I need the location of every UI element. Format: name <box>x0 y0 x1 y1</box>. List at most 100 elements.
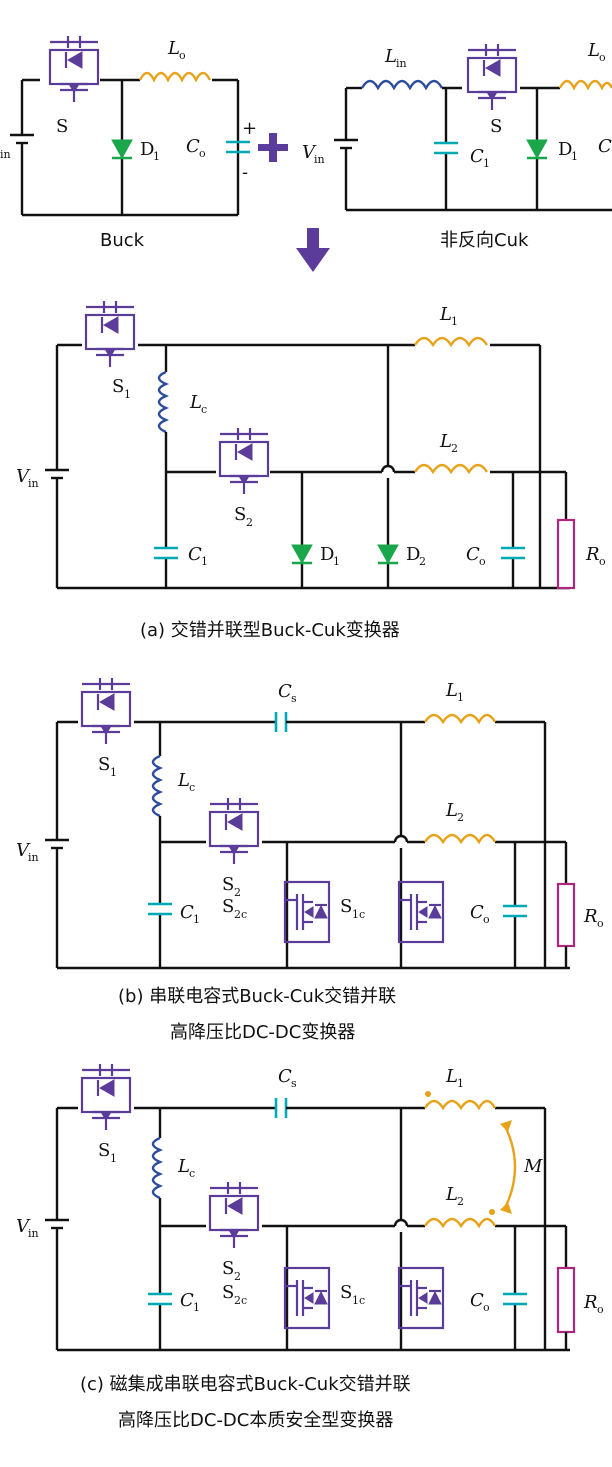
b-label-S2: S <box>222 874 234 895</box>
c-label-Co: C <box>470 1290 484 1311</box>
coupling-dot-L1 <box>425 1091 431 1097</box>
cuk-label-S: S <box>490 116 502 137</box>
label-Co-sub: o <box>199 147 206 160</box>
cuk-circuit: V in L in S C 1 D 1 C L o <box>302 40 612 212</box>
cuk-caption: 非反向Cuk <box>440 230 529 251</box>
c-label-S2: S <box>222 1258 234 1279</box>
label-D1: D <box>140 139 154 160</box>
a-label-Lc: L <box>189 392 202 413</box>
label-Co: C <box>186 136 200 157</box>
a-label-C1: C <box>188 544 202 565</box>
c-label-S1-sub: 1 <box>110 1152 117 1165</box>
c-label-L2: L <box>445 1184 458 1205</box>
a-label-D1: D <box>320 544 334 565</box>
c-label-M: M <box>523 1156 543 1177</box>
b-label-C1-sub: 1 <box>193 913 200 926</box>
c-label-L2-sub: 2 <box>457 1195 464 1208</box>
cuk-label-D1-sub: 1 <box>571 150 578 163</box>
label-C1-top: C <box>470 146 484 167</box>
c-label-C1: C <box>180 1290 194 1311</box>
c-label-S1c-sub: 1c <box>352 1294 365 1307</box>
c-label-Co-sub: o <box>483 1301 490 1314</box>
c-label-Ro: R <box>583 1292 598 1313</box>
a-label-L1: L <box>439 304 452 325</box>
b-label-S2c: S <box>222 896 234 917</box>
c-label-Ro-sub: o <box>597 1303 604 1316</box>
c-label-Cs-sub: s <box>291 1077 297 1090</box>
c-label-S2c-sub: 2c <box>234 1294 247 1307</box>
coupling-dot-L2 <box>489 1209 495 1215</box>
label-Lo: L <box>167 38 180 59</box>
b-label-L2-sub: 2 <box>457 811 464 824</box>
b-label-L2: L <box>445 800 458 821</box>
a-label-D2: D <box>406 544 420 565</box>
c-label-Lc-sub: c <box>189 1167 195 1180</box>
cuk-label-Co: C <box>598 136 612 157</box>
down-arrow <box>296 228 330 272</box>
c-label-Cs: C <box>278 1066 292 1087</box>
a-label-S1-sub: 1 <box>124 388 131 401</box>
c-label-Vin: V <box>16 1216 31 1237</box>
b-label-S1-sub: 1 <box>110 766 117 779</box>
a-label-Co: C <box>466 544 480 565</box>
label-C1-top-sub: 1 <box>483 157 490 170</box>
cuk-label-D1: D <box>558 139 572 160</box>
c-label-L1: L <box>445 1066 458 1087</box>
a-label-Vin: V <box>16 466 31 487</box>
c-label-S2c: S <box>222 1282 234 1303</box>
label-D1-sub: 1 <box>153 150 160 163</box>
c-label-S2-sub: 2 <box>234 1270 241 1283</box>
label-minus: - <box>242 162 248 183</box>
a-label-Ro: R <box>585 544 600 565</box>
a-label-L1-sub: 1 <box>451 315 458 328</box>
b-label-C1: C <box>180 902 194 923</box>
label-S: S <box>56 116 68 137</box>
a-label-Co-sub: o <box>479 555 486 568</box>
circuit-a: V in S 1 L c S 2 C 1 D 1 D 2 C o R o L 1… <box>16 299 606 590</box>
c-label-Lc: L <box>177 1156 190 1177</box>
circuit-b: V in S 1 L c S 2 S 2c S 1c C 1 C o R o C… <box>16 676 604 970</box>
buck-caption: Buck <box>100 230 145 251</box>
c-label-S1c: S <box>340 1282 352 1303</box>
b-label-Vin-sub: in <box>28 851 39 864</box>
label-Lin: L <box>384 46 397 67</box>
c-label-L1-sub: 1 <box>457 1077 464 1090</box>
b-label-Ro-sub: o <box>597 917 604 930</box>
c-label-Vin-sub: in <box>28 1227 39 1240</box>
b-label-Co-sub: o <box>483 913 490 926</box>
a-label-C1-sub: 1 <box>201 555 208 568</box>
b-label-Lc-sub: c <box>189 781 195 794</box>
caption-a: (a) 交错并联型Buck-Cuk变换器 <box>140 620 400 641</box>
mutual-arrow <box>503 1125 517 1209</box>
b-label-Cs-sub: s <box>291 692 297 705</box>
caption-c-line2: 高降压比DC-DC本质安全型变换器 <box>118 1410 393 1431</box>
b-label-Cs: C <box>278 681 292 702</box>
b-label-S1c-sub: 1c <box>352 908 365 921</box>
a-label-Lc-sub: c <box>201 403 207 416</box>
c-label-C1-sub: 1 <box>193 1301 200 1314</box>
a-label-S2: S <box>234 504 246 525</box>
cuk-label-Vin-sub: in <box>314 153 325 166</box>
cuk-label-Lo: L <box>587 40 600 61</box>
cuk-label-Lo-sub: o <box>599 51 606 64</box>
cuk-label-Vin: V <box>302 142 317 163</box>
a-label-Ro-sub: o <box>599 555 606 568</box>
b-label-L1-sub: 1 <box>457 691 464 704</box>
label-Lo-sub: o <box>179 49 186 62</box>
b-label-S2c-sub: 2c <box>234 908 247 921</box>
buck-circuit: S D 1 C o L o + - in <box>0 34 257 217</box>
a-label-L2-sub: 2 <box>451 442 458 455</box>
a-label-L2: L <box>439 431 452 452</box>
b-label-Vin: V <box>16 840 31 861</box>
b-label-Ro: R <box>583 906 598 927</box>
label-Lin-sub: in <box>396 57 407 70</box>
a-label-D1-sub: 1 <box>333 555 340 568</box>
caption-c-line1: (c) 磁集成串联电容式Buck-Cuk交错并联 <box>80 1374 411 1395</box>
label-plus: + <box>242 118 257 139</box>
b-label-Lc: L <box>177 770 190 791</box>
b-label-S2-sub: 2 <box>234 886 241 899</box>
a-label-S1: S <box>112 376 124 397</box>
a-label-Vin-sub: in <box>28 477 39 490</box>
plus-sign <box>258 133 288 162</box>
